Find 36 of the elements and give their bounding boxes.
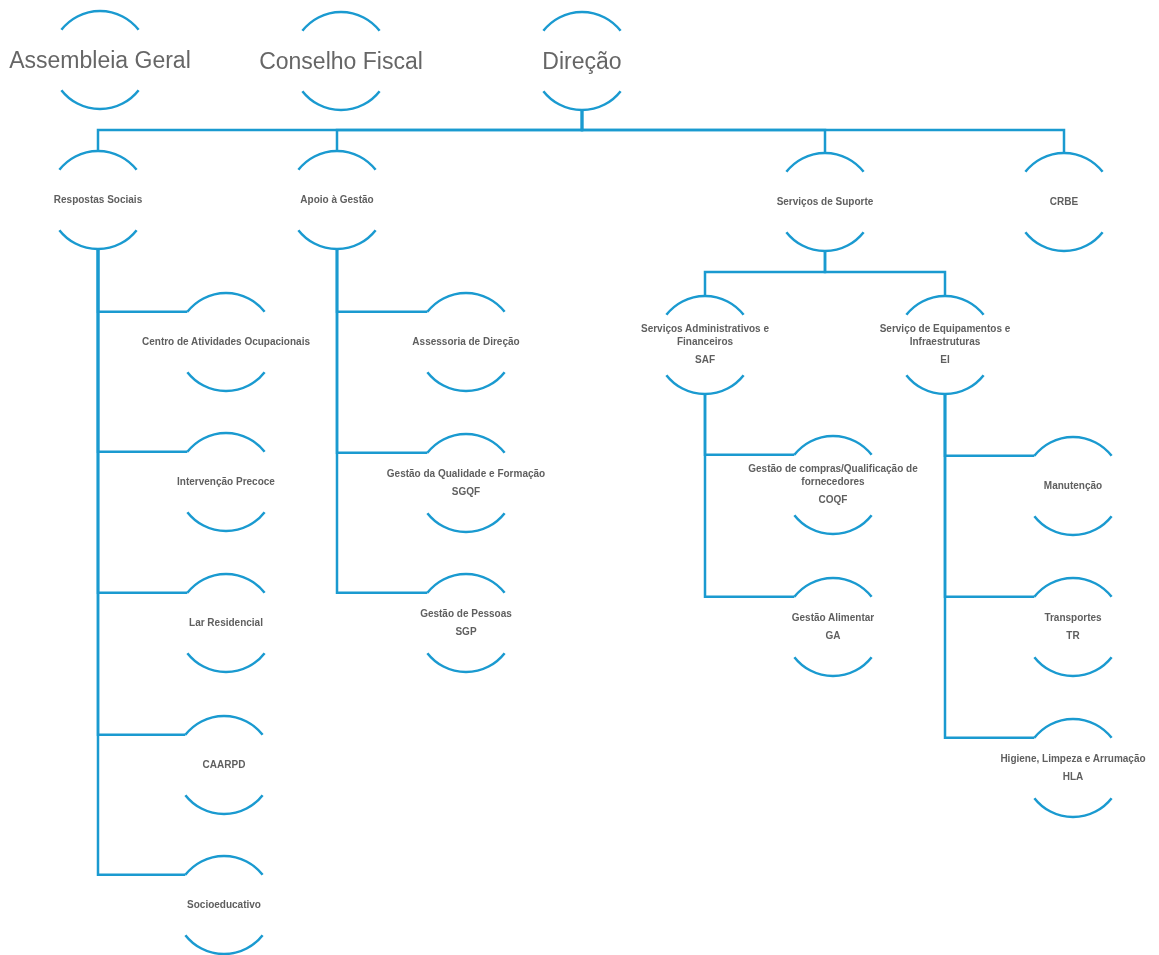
unit-name: CRBE <box>1049 195 1079 209</box>
unit-acronym: EI <box>940 354 950 367</box>
unit-name: Higiene, Limpeza e Arrumação <box>1000 752 1146 765</box>
connector-line <box>96 249 186 877</box>
connector-line <box>335 249 428 595</box>
unit-name: Direção <box>542 46 622 76</box>
unit-name: Lar Residencial <box>189 616 263 630</box>
unit-name: Gestão Alimentar <box>791 611 875 624</box>
unit-acronym: SGP <box>455 626 477 639</box>
unit-name: Serviço de Equipamentos e Infraestruturas <box>878 323 1012 349</box>
unit-name: Gestão da Qualidade e Formação <box>386 467 546 480</box>
unit-name: Serviços Administrativos e Financeiros <box>640 323 770 349</box>
unit-name: Intervenção Precoce <box>177 475 275 489</box>
unit-name: Socioeducativo <box>187 898 261 912</box>
connector-line <box>943 394 1035 740</box>
unit-name: Assessoria de Direção <box>412 335 520 349</box>
unit-acronym: HLA <box>1062 771 1084 784</box>
unit-name: Manutenção <box>1043 479 1103 493</box>
unit-name: Apoio à Gestão <box>300 193 374 207</box>
unit-name: Transportes <box>1044 611 1102 624</box>
unit-name: Gestão de compras/Qualificação de fornecedores <box>747 463 919 489</box>
unit-name: Serviços de Suporte <box>776 195 874 209</box>
unit-name: Centro de Atividades Ocupacionais <box>142 335 310 349</box>
unit-name: Gestão de Pessoas <box>420 607 512 620</box>
connector-line <box>823 251 947 296</box>
unit-acronym: TR <box>1066 630 1080 643</box>
unit-acronym: GA <box>825 630 841 643</box>
connector-line <box>580 110 1066 153</box>
unit-name: Respostas Sociais <box>53 193 143 207</box>
connector-line <box>703 394 795 599</box>
unit-name: Conselho Fiscal <box>259 46 423 76</box>
unit-name: CAARPD <box>202 758 246 772</box>
unit-acronym: SGQF <box>451 486 481 499</box>
unit-acronym: SAF <box>695 354 715 367</box>
unit-acronym: COQF <box>818 494 848 507</box>
unit-name: Assembleia Geral <box>9 45 191 75</box>
